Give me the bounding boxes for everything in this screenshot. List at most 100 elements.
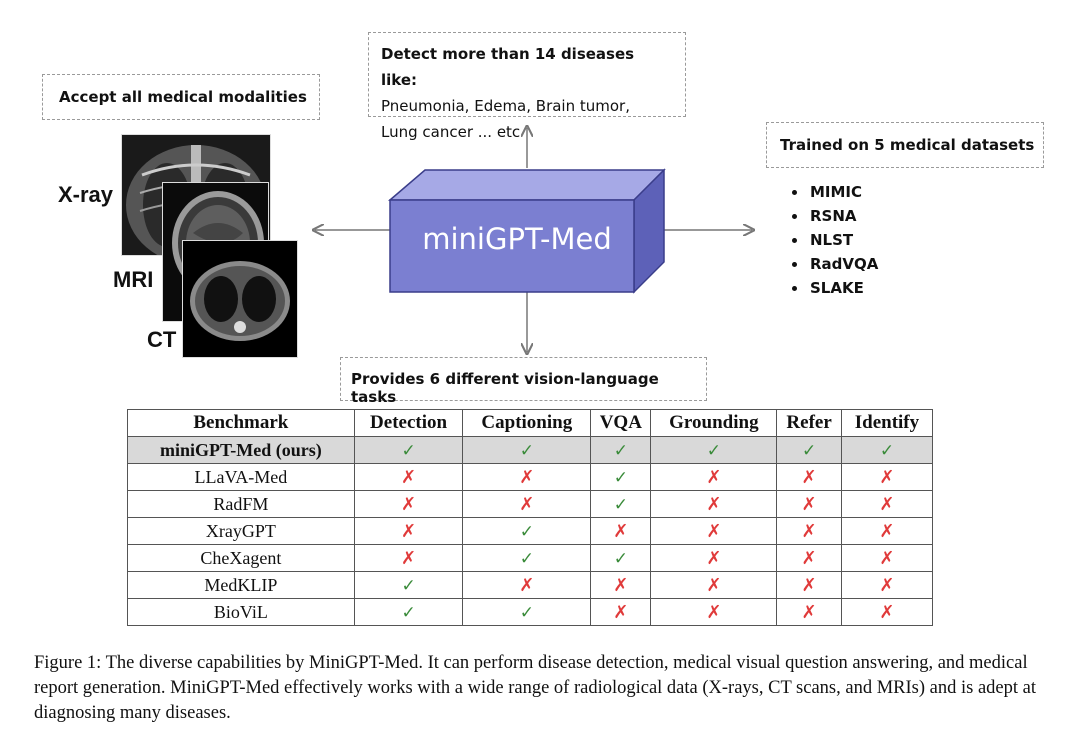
table-cell: ✗ — [840, 463, 934, 491]
benchmark-name-cell: LLaVA-Med — [127, 463, 355, 491]
dataset-item: SLAKE — [808, 276, 878, 300]
cross-icon: ✗ — [801, 520, 817, 542]
check-icon: ✓ — [401, 575, 416, 596]
table-cell: ✗ — [776, 544, 842, 572]
cross-icon: ✗ — [879, 601, 895, 623]
model-box-front — [389, 199, 635, 293]
cross-icon: ✗ — [801, 601, 817, 623]
table-cell: ✓ — [650, 436, 778, 464]
cross-icon: ✗ — [879, 493, 895, 515]
cross-icon: ✗ — [613, 574, 629, 596]
model-name-label: miniGPT-Med — [422, 222, 612, 256]
table-cell: ✗ — [353, 463, 464, 491]
cross-icon: ✗ — [613, 601, 629, 623]
table-header-cell: Benchmark — [127, 409, 355, 437]
cross-icon: ✗ — [401, 493, 417, 515]
cross-icon: ✗ — [401, 547, 417, 569]
table-cell: ✓ — [590, 463, 652, 491]
table-cell: ✗ — [650, 463, 778, 491]
tasks-box: Provides 6 different vision-language tas… — [340, 357, 707, 406]
table-cell: ✓ — [353, 598, 464, 626]
table-row: RadFM✗✗✓✗✗✗ — [127, 490, 934, 518]
table-cell: ✓ — [353, 436, 464, 464]
cross-icon: ✗ — [519, 493, 535, 515]
cross-icon: ✗ — [519, 574, 535, 596]
table-cell: ✗ — [776, 598, 842, 626]
table-cell: ✗ — [776, 463, 842, 491]
table-cell: ✓ — [840, 436, 934, 464]
xray-label: X-ray — [58, 182, 114, 207]
table-cell: ✓ — [590, 436, 652, 464]
check-icon: ✓ — [613, 494, 628, 515]
table-header-cell: Detection — [353, 409, 464, 437]
benchmark-name-cell: MedKLIP — [127, 571, 355, 599]
dataset-item: RadVQA — [808, 252, 878, 276]
table-cell: ✓ — [462, 598, 592, 626]
table-cell: ✓ — [776, 436, 842, 464]
cross-icon: ✗ — [801, 574, 817, 596]
dataset-list: MIMIC RSNA NLST RadVQA SLAKE — [790, 180, 878, 300]
diseases-line-1: Pneumonia, Edema, Brain tumor, — [381, 97, 630, 115]
check-icon: ✓ — [519, 602, 534, 623]
table-cell: ✗ — [840, 571, 934, 599]
check-icon: ✓ — [519, 440, 534, 461]
table-cell: ✓ — [590, 490, 652, 518]
cross-icon: ✗ — [879, 574, 895, 596]
table-cell: ✗ — [353, 490, 464, 518]
table-cell: ✗ — [462, 463, 592, 491]
table-cell: ✗ — [650, 598, 778, 626]
table-cell: ✗ — [840, 517, 934, 545]
cross-icon: ✗ — [801, 547, 817, 569]
table-row: LLaVA-Med✗✗✓✗✗✗ — [127, 463, 934, 491]
dataset-item: RSNA — [808, 204, 878, 228]
table-cell: ✗ — [776, 517, 842, 545]
table-cell: ✗ — [776, 571, 842, 599]
dataset-item: NLST — [808, 228, 878, 252]
mri-label: MRI — [113, 267, 154, 292]
table-cell: ✗ — [650, 490, 778, 518]
benchmark-name-cell: BioViL — [127, 598, 355, 626]
table-cell: ✓ — [462, 436, 592, 464]
check-icon: ✓ — [613, 467, 628, 488]
ct-image — [182, 240, 298, 358]
cross-icon: ✗ — [879, 547, 895, 569]
cross-icon: ✗ — [401, 520, 417, 542]
ct-label: CT — [147, 327, 177, 352]
table-row: MedKLIP✓✗✗✗✗✗ — [127, 571, 934, 599]
model-box-3d — [387, 168, 666, 294]
table-row: CheXagent✗✓✓✗✗✗ — [127, 544, 934, 572]
table-cell: ✗ — [353, 517, 464, 545]
cross-icon: ✗ — [706, 520, 722, 542]
datasets-box: Trained on 5 medical datasets — [766, 122, 1044, 168]
check-icon: ✓ — [519, 548, 534, 569]
table-row: XrayGPT ✗ ✓ ✗ ✗ ✗ ✗ — [127, 517, 934, 545]
cross-icon: ✗ — [706, 601, 722, 623]
cross-icon: ✗ — [613, 520, 629, 542]
table-cell: ✗ — [650, 544, 778, 572]
check-icon: ✓ — [706, 440, 721, 461]
cross-icon: ✗ — [879, 466, 895, 488]
table-cell: ✗ — [462, 490, 592, 518]
benchmark-name-cell: miniGPT-Med (ours) — [127, 436, 355, 464]
benchmark-name-cell: XrayGPT — [127, 517, 355, 545]
table-cell: ✗ — [840, 598, 934, 626]
table-row: miniGPT-Med (ours)✓✓✓✓✓✓ — [127, 436, 934, 464]
cross-icon: ✗ — [879, 520, 895, 542]
table-row: BioViL✓✓✗✗✗✗ — [127, 598, 934, 626]
modalities-box: Accept all medical modalities — [42, 74, 320, 120]
table-header-cell: Captioning — [462, 409, 592, 437]
table-header-cell: VQA — [590, 409, 652, 437]
table-cell: ✗ — [462, 571, 592, 599]
model-box-top — [387, 169, 666, 201]
figure-caption: Figure 1: The diverse capabilities by Mi… — [34, 653, 1036, 723]
table-cell: ✓ — [353, 571, 464, 599]
table-cell: ✗ — [840, 544, 934, 572]
cross-icon: ✗ — [706, 547, 722, 569]
diseases-line-2: Lung cancer ... etc — [381, 123, 521, 141]
table-cell: ✗ — [590, 598, 652, 626]
check-icon: ✓ — [519, 521, 534, 542]
check-icon: ✓ — [613, 548, 628, 569]
table-cell: ✗ — [776, 490, 842, 518]
